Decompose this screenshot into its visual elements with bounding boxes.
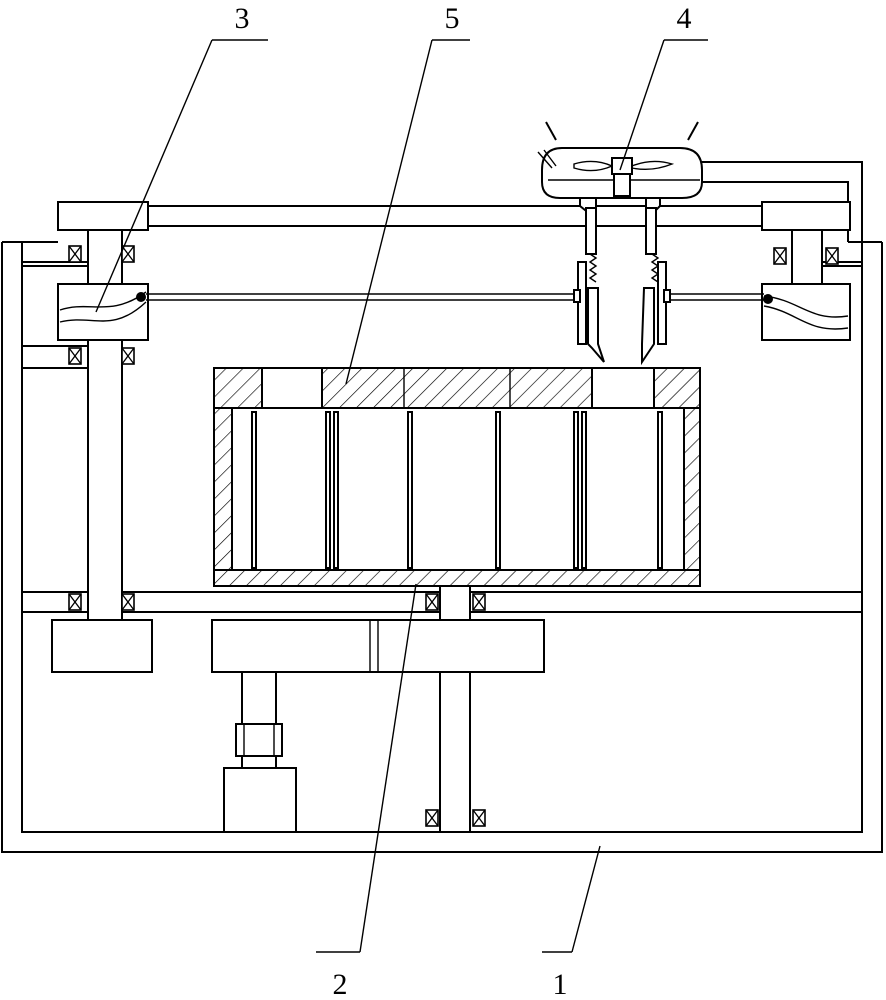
lower-pulley: [212, 620, 544, 672]
fan-housing: [538, 122, 702, 198]
callout-2: 2: [333, 968, 348, 1000]
right-cam-block: [762, 284, 850, 340]
motor: [224, 672, 296, 832]
left-cam-block: [58, 284, 148, 340]
connecting-rods: [146, 294, 764, 300]
callout-5: 5: [445, 2, 460, 35]
right-shaft: [774, 230, 838, 284]
callout-4: 4: [677, 2, 692, 35]
callout-3: 3: [235, 2, 250, 35]
sieve-assembly: [214, 368, 700, 586]
top-rail: [58, 202, 850, 230]
callout-1: 1: [553, 968, 568, 1000]
